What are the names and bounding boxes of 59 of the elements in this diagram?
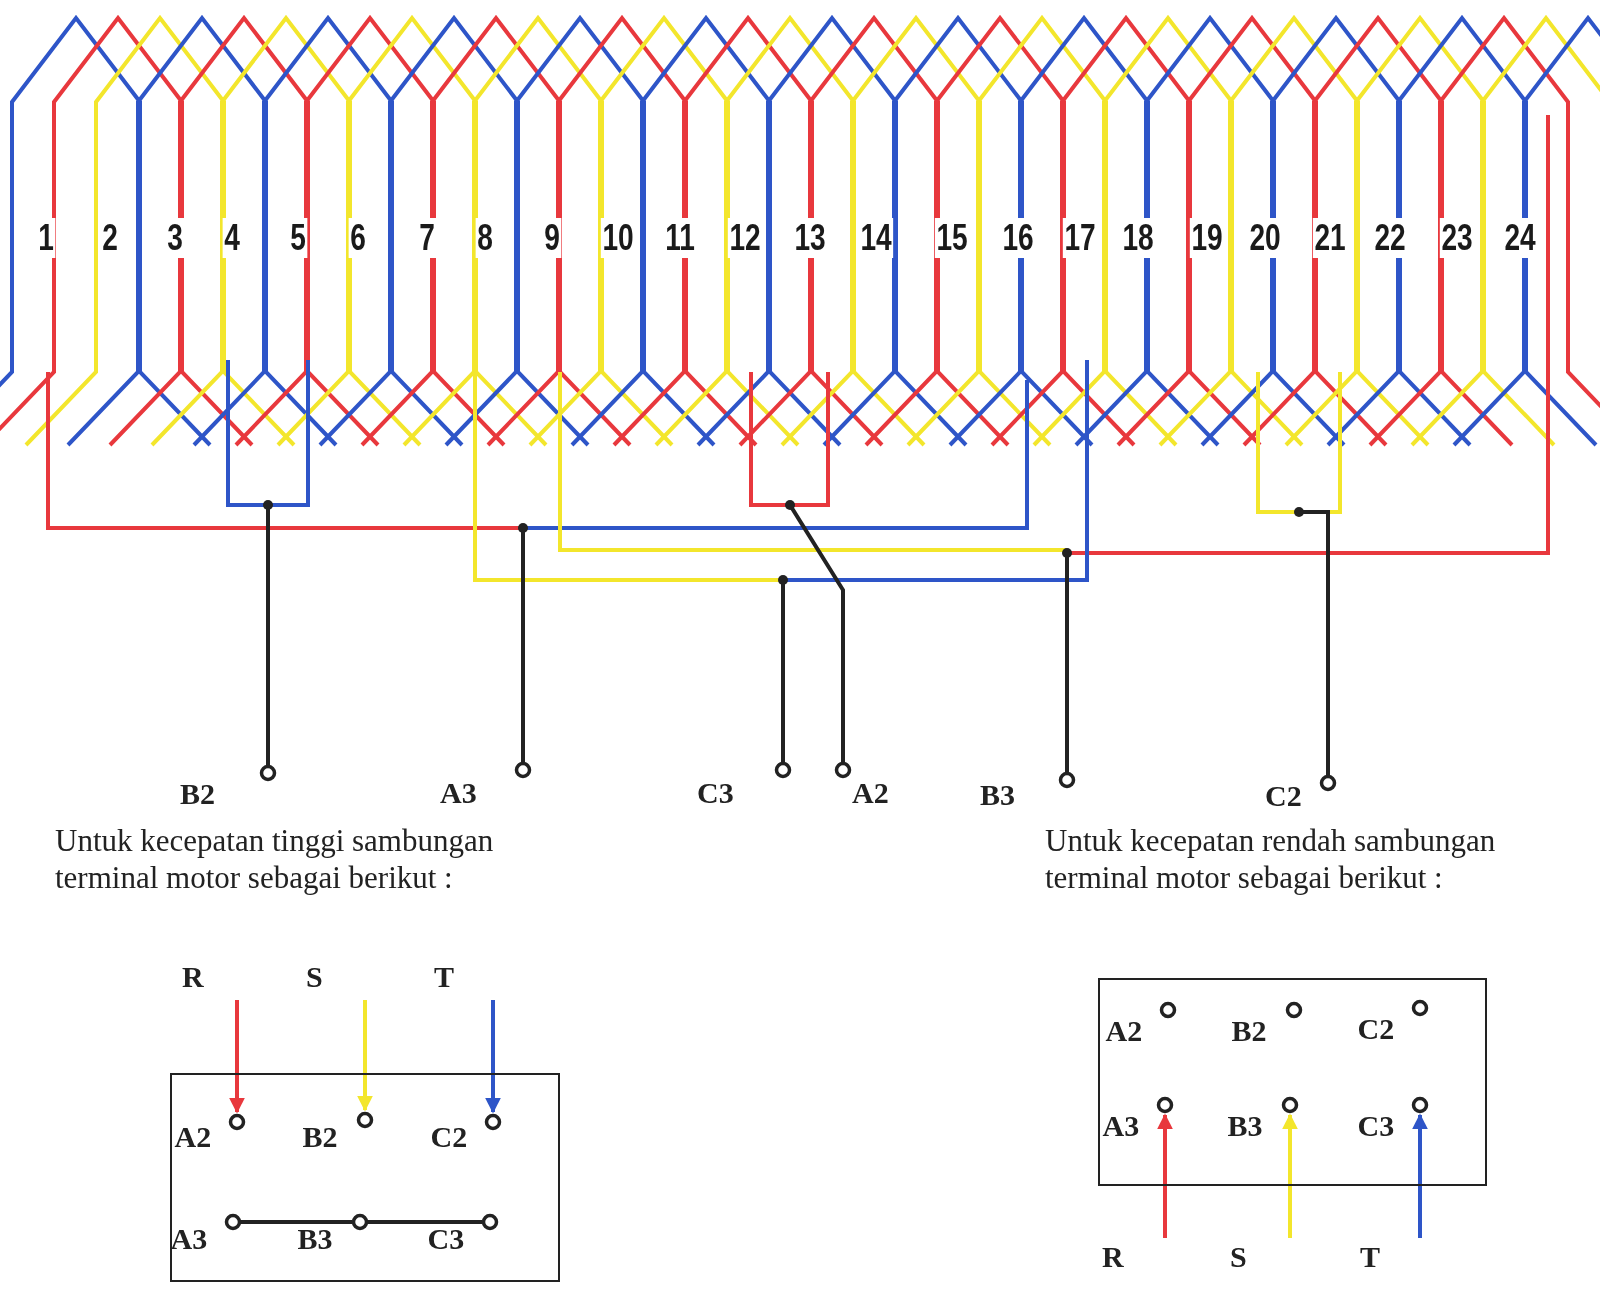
slot-number: 5: [288, 218, 308, 258]
terminal-label: C3: [427, 1221, 465, 1256]
slot-number: 17: [1062, 218, 1098, 258]
connecting-wire: [521, 600, 525, 762]
phase-arrow: [1282, 1113, 1298, 1238]
slot-number: 24: [1502, 218, 1538, 258]
slot-number: 7: [417, 218, 437, 258]
connecting-wire: [781, 600, 785, 762]
terminal-label: A2: [174, 1119, 212, 1154]
terminal-label: B2: [180, 777, 215, 811]
connecting-wire: [240, 1220, 352, 1224]
phase-arrow: [485, 1000, 501, 1114]
slot-number: 4: [222, 218, 242, 258]
phase-arrow: [357, 1000, 373, 1112]
connecting-wire: [1065, 600, 1069, 772]
phase-label: S: [306, 960, 323, 994]
phase-arrow: [1412, 1113, 1428, 1238]
terminal-label: B2: [302, 1119, 338, 1154]
terminal-label: B3: [297, 1221, 333, 1256]
instruction-text: Untuk kecepatan rendah sambungan terminal motor sebagai berikut :: [1045, 822, 1497, 896]
terminal-label: A3: [440, 776, 477, 810]
terminal-label: B3: [1227, 1108, 1263, 1143]
slot-number: 10: [600, 218, 636, 258]
phase-label: T: [434, 960, 454, 994]
slot-number: 20: [1247, 218, 1283, 258]
phase-label: R: [1102, 1240, 1124, 1274]
phase-label: T: [1360, 1240, 1380, 1274]
terminal-label: C2: [1357, 1011, 1395, 1046]
terminal-label: A2: [852, 776, 889, 810]
terminal-label: C2: [1265, 779, 1302, 813]
slot-number: 8: [475, 218, 495, 258]
terminal-label: B2: [1231, 1013, 1267, 1048]
terminal-label: B3: [980, 778, 1015, 812]
terminal-box: [170, 1073, 560, 1282]
slot-number: 12: [727, 218, 763, 258]
connecting-wire: [1326, 600, 1330, 775]
terminal-label: A3: [1102, 1108, 1140, 1143]
instruction-text: Untuk kecepatan tinggi sambungan terminal motor sebagai berikut :: [55, 822, 495, 896]
connecting-wire: [266, 600, 270, 765]
slot-number: 9: [542, 218, 562, 258]
terminal-label: C3: [697, 776, 734, 810]
terminal-label: C3: [1357, 1108, 1395, 1143]
slot-number: 22: [1372, 218, 1408, 258]
phase-label: R: [182, 960, 204, 994]
terminal-box: [1098, 978, 1487, 1186]
slot-number: 15: [934, 218, 970, 258]
slot-number: 19: [1189, 218, 1225, 258]
connecting-wire: [367, 1220, 482, 1224]
slot-number: 3: [165, 218, 185, 258]
connecting-wire: [841, 600, 845, 762]
phase-arrow: [1157, 1113, 1173, 1238]
slot-number: 23: [1439, 218, 1475, 258]
phase-arrow: [229, 1000, 245, 1114]
terminal-label: C2: [430, 1119, 468, 1154]
terminal-label: A2: [1105, 1013, 1143, 1048]
slot-number: 21: [1312, 218, 1348, 258]
terminal-label: A3: [170, 1221, 208, 1256]
slot-number: 6: [348, 218, 368, 258]
phase-label: S: [1230, 1240, 1247, 1274]
